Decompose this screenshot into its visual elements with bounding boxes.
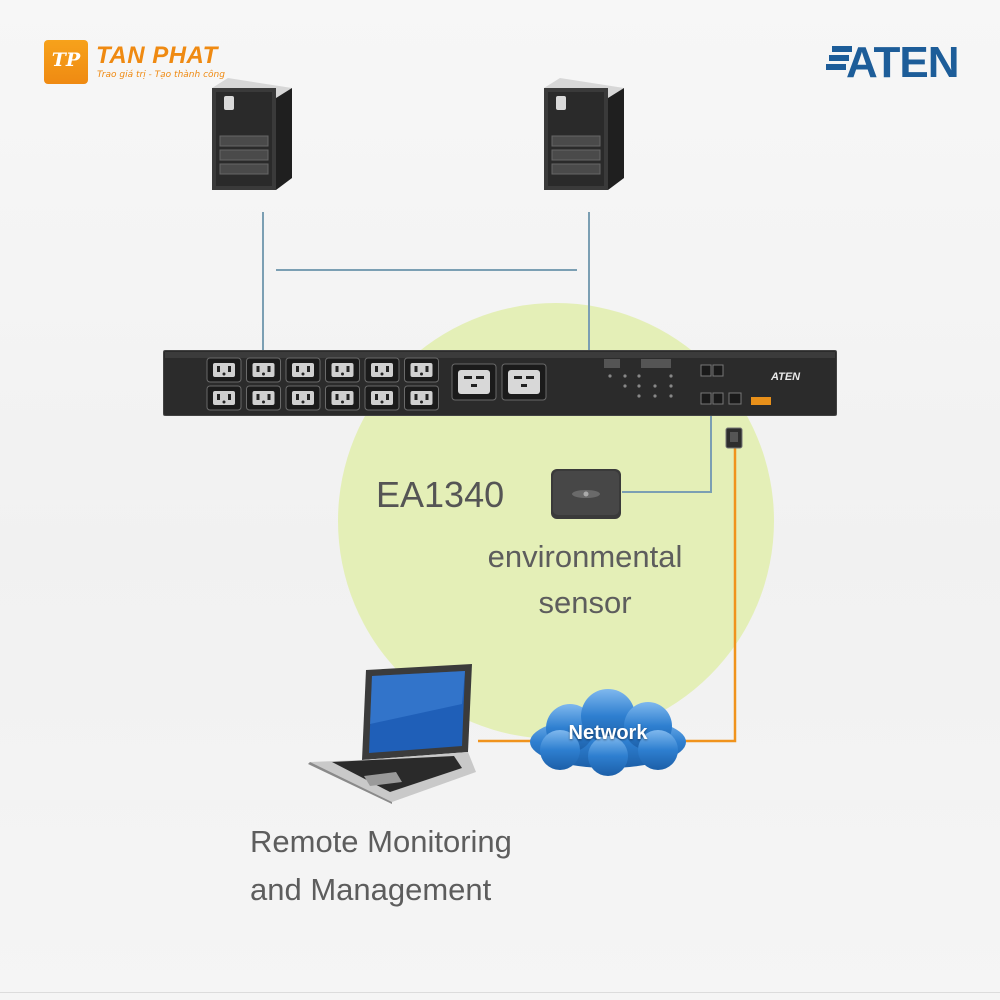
c13-outlet [206, 357, 242, 383]
sensor-description-line1: environmental [487, 539, 683, 574]
c13-outlets [206, 357, 439, 411]
aten-stripes-icon [826, 46, 852, 70]
laptop-icon [308, 664, 476, 804]
c13-outlet [285, 357, 321, 383]
tanphat-slogan: Trao giá trị - Tạo thành công [97, 70, 225, 80]
tanphat-badge-icon: TP [44, 40, 88, 84]
c13-outlet [404, 385, 439, 411]
environmental-sensor-device-icon [551, 469, 621, 519]
c19-outlet [501, 363, 547, 401]
bottom-divider [0, 992, 1000, 993]
c19-outlet [451, 363, 497, 401]
aten-wordmark: ATEN [846, 38, 960, 87]
sensor-description: environmental sensor [440, 534, 730, 626]
pdu-network-link [682, 446, 737, 743]
c19-outlets [451, 363, 547, 401]
c13-outlet [364, 385, 400, 411]
tanphat-badge-text: TP [51, 49, 81, 71]
sensor-description-line2: sensor [538, 585, 632, 620]
c13-outlet [325, 357, 360, 383]
sensor-link [622, 416, 712, 493]
aten-logo[interactable]: ATEN [826, 38, 968, 87]
remote-label-line2: and Management [250, 872, 492, 907]
c13-outlet [206, 385, 242, 411]
network-cloud-icon [530, 689, 686, 776]
server-tower-left-icon [212, 78, 292, 190]
pdu-brand-label: ATEN [771, 371, 801, 383]
pdu-unit [163, 350, 837, 416]
c13-outlet [364, 357, 400, 383]
tanphat-logo[interactable]: TP TAN PHAT Trao giá trị - Tạo thành côn… [44, 40, 244, 86]
c13-outlet [246, 357, 281, 383]
server-tower-right-icon [544, 78, 624, 190]
sensor-model-label: EA1340 [376, 474, 505, 515]
tanphat-name: TAN PHAT [96, 42, 218, 69]
remote-management-label: Remote Monitoring and Management [250, 818, 512, 914]
c13-outlet [404, 357, 439, 383]
network-label: Network [568, 722, 648, 744]
c13-outlet [325, 385, 360, 411]
remote-label-line1: Remote Monitoring [250, 824, 512, 859]
c13-outlet [285, 385, 321, 411]
c13-outlet [246, 385, 281, 411]
